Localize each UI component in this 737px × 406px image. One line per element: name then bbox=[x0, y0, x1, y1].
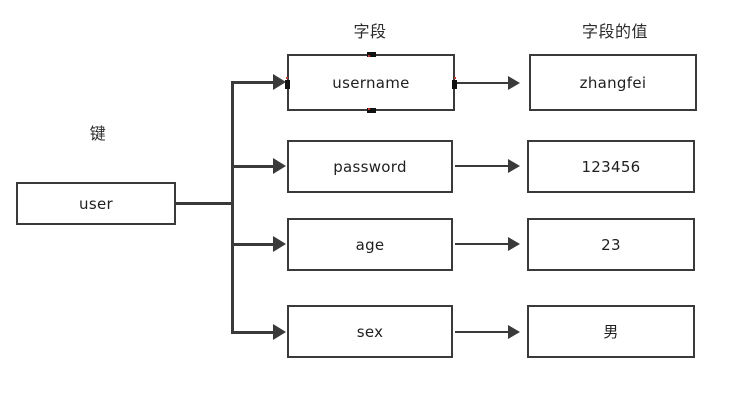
node-field-sex-label: sex bbox=[356, 322, 384, 341]
connector-branch-age bbox=[231, 243, 276, 246]
connector-root-stub bbox=[176, 202, 234, 205]
selection-handle-bottom[interactable] bbox=[367, 108, 376, 113]
connector-trunk bbox=[231, 82, 234, 334]
node-value-zhangfei[interactable]: zhangfei bbox=[529, 54, 697, 111]
header-label-field-value: 字段的值 bbox=[581, 22, 648, 41]
node-field-age-label: age bbox=[355, 235, 385, 254]
node-value-age-label: 23 bbox=[601, 235, 621, 254]
node-value-age[interactable]: 23 bbox=[527, 218, 695, 271]
selection-dot-left bbox=[286, 77, 288, 79]
selection-handle-top[interactable] bbox=[367, 52, 376, 57]
node-key-user-label: user bbox=[79, 194, 113, 213]
connector-branch-sex bbox=[231, 331, 276, 334]
node-field-age[interactable]: age bbox=[287, 218, 453, 271]
node-field-password-label: password bbox=[333, 157, 407, 176]
arrowhead-branch-age bbox=[273, 236, 286, 252]
arrowhead-branch-username bbox=[273, 74, 286, 90]
node-value-sex[interactable]: 男 bbox=[527, 305, 695, 358]
node-key-user[interactable]: user bbox=[16, 182, 176, 225]
connector-branch-password bbox=[231, 165, 276, 168]
selection-handle-right[interactable] bbox=[452, 80, 457, 89]
node-value-zhangfei-label: zhangfei bbox=[579, 73, 647, 92]
node-field-username[interactable]: username bbox=[285, 52, 457, 113]
connector-branch-username bbox=[231, 81, 276, 84]
selection-dot-top bbox=[368, 55, 370, 57]
connector-username-to-zhangfei bbox=[457, 82, 512, 84]
node-field-password[interactable]: password bbox=[287, 140, 453, 193]
arrowhead-branch-sex bbox=[273, 324, 286, 340]
arrowhead-sex-to-value bbox=[508, 325, 520, 339]
selection-handle-left[interactable] bbox=[285, 80, 290, 89]
connector-password-to-value bbox=[455, 165, 512, 167]
connector-sex-to-value bbox=[455, 331, 512, 333]
node-value-password[interactable]: 123456 bbox=[527, 140, 695, 193]
node-value-password-label: 123456 bbox=[581, 157, 641, 176]
header-label-field: 字段 bbox=[353, 22, 387, 41]
selection-dot-right bbox=[454, 77, 456, 79]
connector-age-to-value bbox=[455, 243, 512, 245]
arrowhead-username-to-zhangfei bbox=[508, 76, 520, 90]
arrowhead-age-to-value bbox=[508, 237, 520, 251]
arrowhead-branch-password bbox=[273, 158, 286, 174]
node-field-sex[interactable]: sex bbox=[287, 305, 453, 358]
arrowhead-password-to-value bbox=[508, 159, 520, 173]
node-value-sex-label: 男 bbox=[603, 323, 619, 341]
selection-dot-bottom bbox=[368, 108, 370, 110]
node-field-username-label: username bbox=[332, 73, 410, 92]
header-label-key: 键 bbox=[89, 124, 107, 143]
